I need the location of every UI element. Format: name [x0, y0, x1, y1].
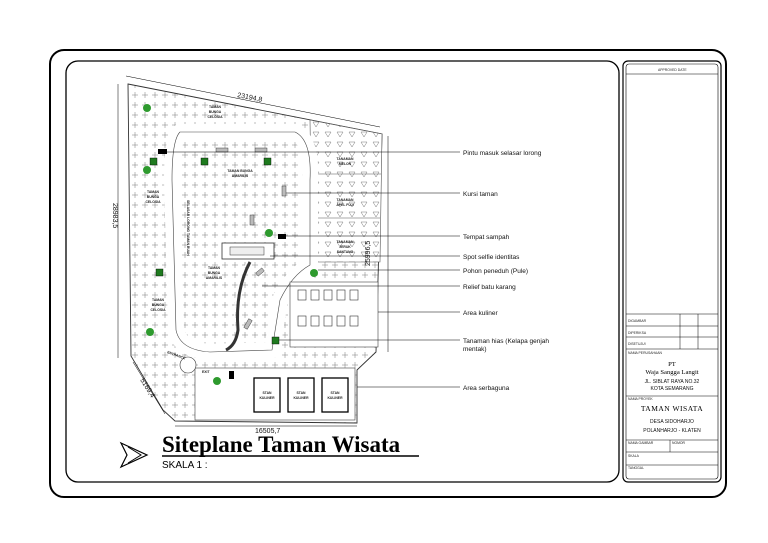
- svg-text:Area kuliner: Area kuliner: [463, 310, 499, 317]
- svg-text:Area serbaguna: Area serbaguna: [463, 385, 510, 392]
- svg-text:mentak): mentak): [463, 346, 486, 353]
- sheet-border-outer: [49, 49, 727, 498]
- callout-labels: Pintu masuk selasar lorong Kursi taman T…: [463, 150, 549, 392]
- project-district: POLANHARJO - KLATEN: [643, 428, 701, 434]
- svg-text:STAN: STAN: [331, 391, 341, 395]
- svg-text:AMARILIS: AMARILIS: [232, 174, 249, 178]
- project-village: DESA SIDOHARJO: [650, 419, 694, 425]
- bench-group: [215, 147, 287, 330]
- callout-leaders: [167, 151, 460, 388]
- row-disetujui: DISETUJUI: [628, 342, 646, 346]
- company-address: JL. SIBLAT RAYA NO.32: [645, 379, 700, 385]
- svg-text:Pintu masuk selasar lorong: Pintu masuk selasar lorong: [463, 150, 542, 157]
- svg-text:Relief batu karang: Relief batu karang: [463, 284, 516, 291]
- sheet-border-inner: [65, 60, 620, 483]
- svg-text:CELOSIA: CELOSIA: [145, 200, 161, 204]
- svg-text:TAMAN: TAMAN: [208, 266, 221, 270]
- svg-text:TAMAN: TAMAN: [209, 105, 222, 109]
- dim-top: 23194,8: [237, 92, 263, 104]
- svg-text:TANAMAN: TANAMAN: [337, 198, 354, 202]
- svg-text:BUNGA: BUNGA: [208, 271, 221, 275]
- title-block: [622, 60, 722, 483]
- label-nomor: NOMOR: [672, 441, 686, 445]
- svg-text:STAN: STAN: [297, 391, 307, 395]
- company-name-2: Waja Sangga Langit: [645, 369, 698, 376]
- project-name: TAMAN WISATA: [641, 404, 703, 413]
- relief-batu-karang: [225, 261, 252, 352]
- svg-text:CELOSIA: CELOSIA: [207, 115, 223, 119]
- drawing-title: Siteplane Taman Wisata: [162, 432, 401, 457]
- company-logo: [119, 441, 149, 469]
- svg-text:CELOSIA: CELOSIA: [150, 308, 166, 312]
- svg-text:BUNGA: BUNGA: [152, 303, 165, 307]
- site-plan: [117, 75, 389, 427]
- svg-text:SANTANG: SANTANG: [337, 250, 354, 254]
- svg-text:KULINER: KULINER: [293, 396, 309, 400]
- culinary-tables: [297, 289, 359, 327]
- svg-text:TAMAN BUNGA: TAMAN BUNGA: [227, 169, 253, 173]
- svg-text:JERUK: JERUK: [339, 245, 351, 249]
- culinary-area: [289, 281, 379, 348]
- entrance-plaza: [179, 356, 197, 374]
- trash-icons: [158, 149, 286, 379]
- company-label: NAMA PERUSAHAAN: [628, 351, 662, 355]
- svg-text:MELON: MELON: [339, 162, 352, 166]
- svg-text:TAMAN: TAMAN: [147, 190, 160, 194]
- row-digambar: DIGAMBAR: [628, 319, 647, 323]
- approved-label: APPROVED DATE: [658, 68, 687, 72]
- svg-text:Tanaman hias (Kelapa genjah: Tanaman hias (Kelapa genjah: [463, 338, 549, 345]
- svg-text:STAN: STAN: [263, 391, 273, 395]
- svg-text:Tempat sampah: Tempat sampah: [463, 234, 510, 241]
- label-skala: SKALA: [628, 454, 640, 458]
- svg-text:Spot selfie identitas: Spot selfie identitas: [463, 254, 520, 261]
- company-city: KOTA SEMARANG: [651, 386, 694, 392]
- ornamental-plants: [149, 157, 280, 345]
- zone-labels: TAMAN BUNGA CELOSIA TAMAN BUNGA AMARILIS…: [145, 105, 354, 400]
- label-nama-gambar: NAMA GAMBAR: [628, 441, 654, 445]
- svg-text:BUNGA: BUNGA: [147, 195, 160, 199]
- svg-text:TANAMAN: TANAMAN: [337, 240, 354, 244]
- scale-label: SKALA 1 :: [162, 460, 208, 471]
- label-tanggal: TANGGAL: [628, 466, 644, 470]
- selasar-label: SELASAR LORONG TAMAN BUAH: [186, 200, 190, 256]
- dim-bottom: 16505,7: [255, 428, 280, 435]
- svg-text:Pohon peneduh (Pule): Pohon peneduh (Pule): [463, 268, 528, 275]
- svg-text:APEL FUJI: APEL FUJI: [336, 203, 353, 207]
- svg-text:TANAMAN: TANAMAN: [337, 157, 354, 161]
- exit-label: EXIT: [202, 370, 210, 374]
- svg-text:BUNGA: BUNGA: [209, 110, 222, 114]
- entrance-label: ENTRANCE: [167, 350, 187, 360]
- company-name: PT: [668, 361, 676, 368]
- row-diperiksa: DIPERIKSA: [628, 331, 647, 335]
- svg-text:KULINER: KULINER: [259, 396, 275, 400]
- stan-kuliner-group: [253, 377, 349, 413]
- shade-trees: [143, 104, 318, 385]
- svg-text:Kursi taman: Kursi taman: [463, 191, 498, 198]
- dim-right: 25996,5: [365, 241, 372, 266]
- svg-text:KULINER: KULINER: [327, 396, 343, 400]
- dim-left: 28983,5: [111, 203, 118, 228]
- svg-text:TAMAN: TAMAN: [152, 298, 165, 302]
- project-label: NAMA PROYEK: [628, 397, 653, 401]
- svg-text:AMARILIS: AMARILIS: [206, 276, 223, 280]
